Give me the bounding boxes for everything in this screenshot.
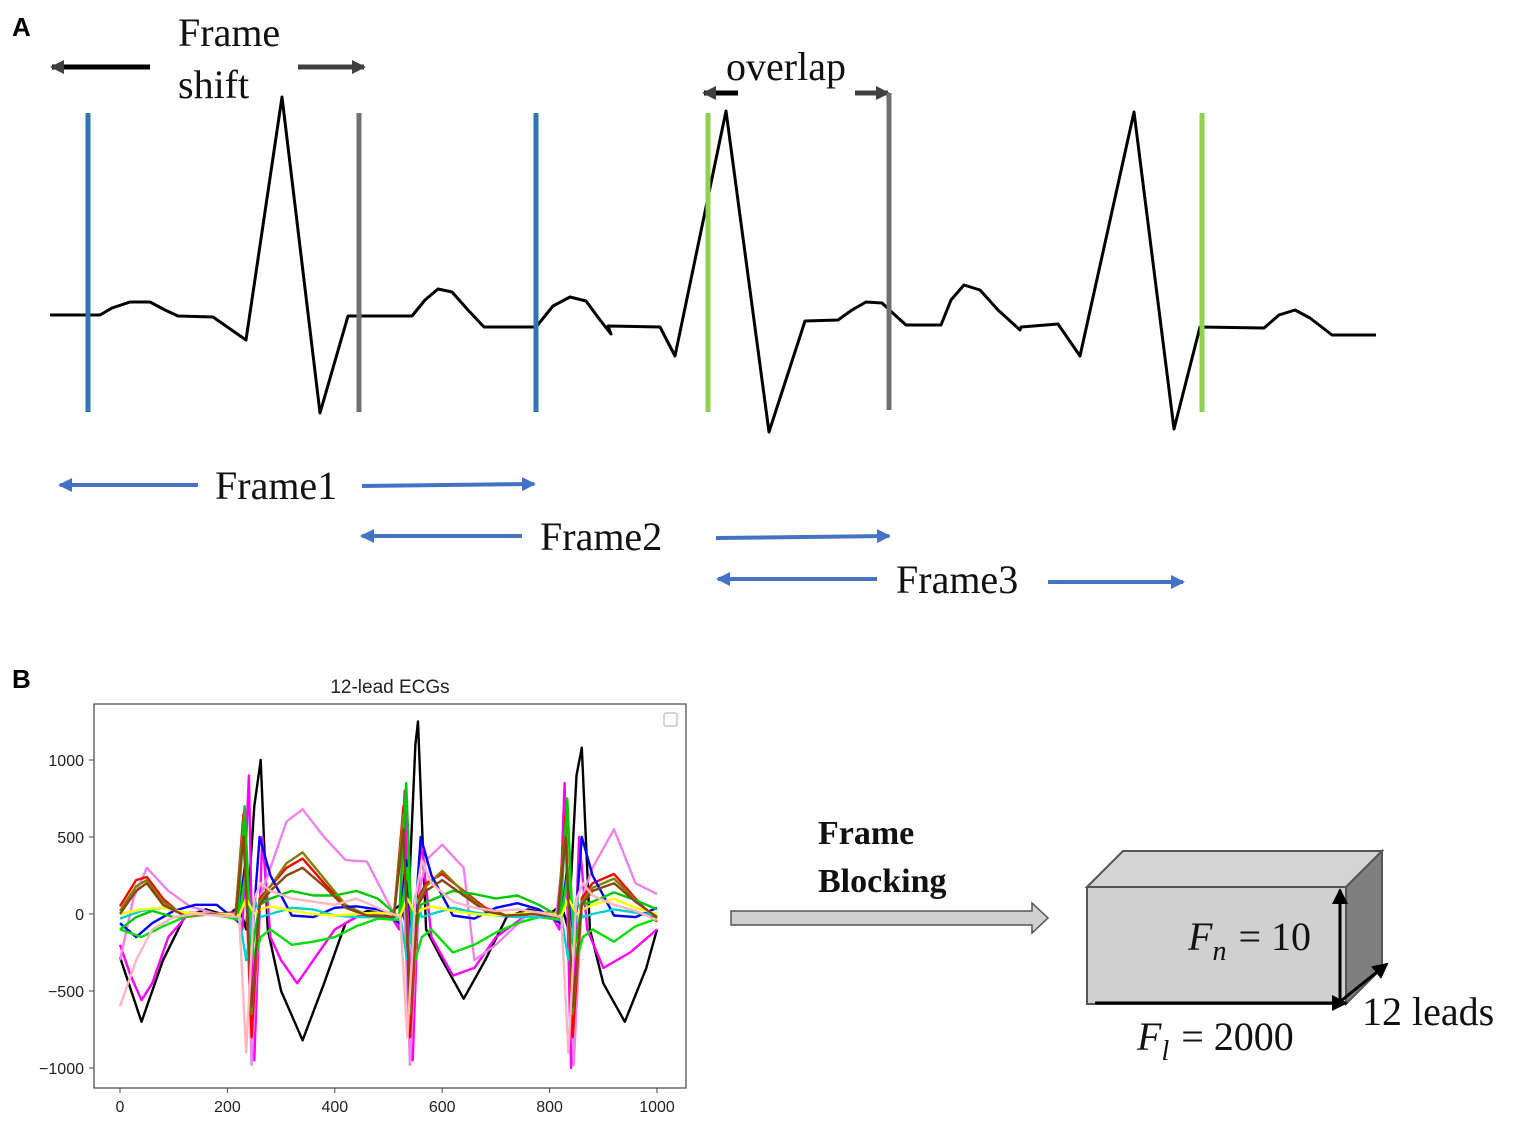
block-front-face: [1086, 886, 1347, 1005]
frame1-label: Frame1: [215, 463, 337, 508]
panel-a: A Frame shift overlap Frame1 Frame2 Fram…: [12, 10, 1376, 602]
x-tick-label: 0: [116, 1099, 125, 1116]
x-tick-label: 600: [429, 1099, 456, 1116]
chart-empty-legend: [663, 712, 678, 727]
chart-plot-frame: [93, 703, 687, 1089]
x-tick-label: 200: [214, 1099, 241, 1116]
chart-series-line-12: [118, 858, 658, 1054]
data-block-3d: Fn= 10 Fl= 2000 12 leads: [1084, 848, 1494, 1067]
y-tick-label: 500: [57, 830, 84, 847]
y-tick-label: −500: [48, 984, 84, 1001]
chart-title: 12-lead ECGs: [330, 677, 449, 698]
leads-axis-arrow: [1341, 962, 1389, 1002]
frame-shift-label-line1: Frame: [178, 10, 280, 55]
panel-a-label: A: [12, 12, 31, 42]
x-tick-label: 1000: [639, 1099, 675, 1116]
frame1-right-arrow: [361, 477, 536, 492]
frame-shift-label-line2: shift: [178, 62, 249, 107]
frame2-right-arrow: [715, 529, 891, 544]
leads-label: 12 leads: [1362, 989, 1494, 1034]
x-tick-label: 800: [536, 1099, 563, 1116]
frame3-label: Frame3: [896, 557, 1018, 602]
block-top-face: [1084, 850, 1385, 888]
chart-series-group: [118, 720, 659, 1070]
panel-b-label: B: [12, 664, 31, 694]
fn-label: Fn= 10: [1187, 914, 1311, 967]
x-tick-label: 400: [321, 1099, 348, 1116]
chart-series-line-8: [119, 866, 658, 962]
chart-series-line-10: [119, 897, 658, 917]
y-tick-label: 0: [75, 907, 84, 924]
y-tick-label: 1000: [48, 753, 84, 770]
y-tick-label: −1000: [39, 1061, 84, 1078]
chart-axes-ticks: 0 200 400 600 800 1000 −1000 −500 0 500 1000: [39, 753, 675, 1116]
frame-blocking-label-line1: Frame: [818, 815, 914, 852]
frame2-label: Frame2: [540, 514, 662, 559]
frame-blocking-label-line2: Blocking: [818, 863, 946, 900]
frame-blocking-arrow: [730, 901, 1050, 935]
ecg-signal-trace: [50, 95, 1376, 434]
panel-b: B 12-lead ECGs 0 200 400 600 800 1000 −1000 −50…: [12, 664, 1494, 1116]
overlap-label: overlap: [726, 44, 846, 89]
fl-label: Fl= 2000: [1136, 1014, 1294, 1067]
